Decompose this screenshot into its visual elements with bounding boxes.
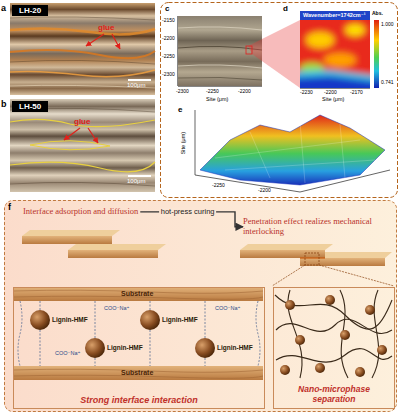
tick-label: -2250 [162, 54, 175, 60]
layer-label: Substrate [121, 290, 153, 298]
group-label: COO⁻Na⁺ [104, 305, 129, 311]
tick-label: -2200 [238, 89, 251, 95]
panel-letter: b [1, 99, 7, 109]
group-label: COO⁻Na⁺ [215, 305, 240, 311]
particle-label: Lignin-HMF [162, 316, 198, 323]
box-title: Nano-microphase separation [278, 385, 390, 405]
stage-title: Interface adsorption and diffusion [23, 207, 138, 217]
tick-label: -2200 [162, 36, 175, 42]
tick-label: -2300 [176, 89, 189, 95]
tick-label: -2200 [324, 90, 337, 96]
detail-box: Strong interface interaction [13, 287, 265, 409]
axis-title: Site (μm) [206, 96, 228, 102]
panel-frame: fInterface adsorption and diffusionPenet… [4, 200, 397, 412]
tick-label: -2230 [300, 90, 313, 96]
stage-title: Penetration effect realizes mechanical i… [243, 217, 395, 237]
stage-title: Interface adsorption and diffusion [23, 207, 138, 217]
callout-label: glue [74, 117, 90, 126]
edge-label: hot-press curing [159, 208, 217, 217]
tick-label: -2150 [162, 18, 175, 24]
tick-label: -2300 [162, 72, 175, 78]
panel-letter: a [1, 3, 6, 13]
scale-label: 100μm [127, 178, 145, 185]
panel-letter: e [178, 105, 182, 114]
colorbar-title: Abs. [372, 11, 383, 17]
tick-label: -2250 [212, 183, 225, 189]
sample-tag: LH-50 [12, 101, 48, 112]
group-label: COO⁻Na⁺ [55, 350, 80, 356]
colorbar-value: 1.000 [381, 22, 394, 28]
tick-label: -2250 [206, 89, 219, 95]
stage-title: Penetration effect realizes mechanical i… [243, 217, 395, 237]
tick-label: -2200 [258, 188, 271, 194]
particle-label: Lignin-HMF [52, 316, 88, 323]
panel-letter: f [8, 202, 11, 212]
particle-label: Lignin-HMF [217, 344, 253, 351]
layer-label: Substrate [121, 369, 153, 377]
particle-label: Lignin-HMF [107, 344, 143, 351]
axis-title: Site (μm) [322, 96, 344, 102]
panel-letter: d [283, 4, 288, 13]
detail-box: Nano-microphase separation [273, 287, 395, 409]
sample-tag: LH-20 [12, 5, 48, 16]
colorbar-value: 0.741 [381, 80, 394, 86]
callout-label: glue [98, 23, 114, 32]
scale-label: 100μm [127, 82, 145, 89]
tick-label: -2170 [350, 90, 363, 96]
axis-title: Site (μm) [180, 132, 186, 154]
map-title: Wavenumber=1742cm⁻¹ [303, 12, 365, 18]
box-title: Strong interface interaction [18, 395, 260, 405]
panel-letter: c [165, 4, 169, 13]
